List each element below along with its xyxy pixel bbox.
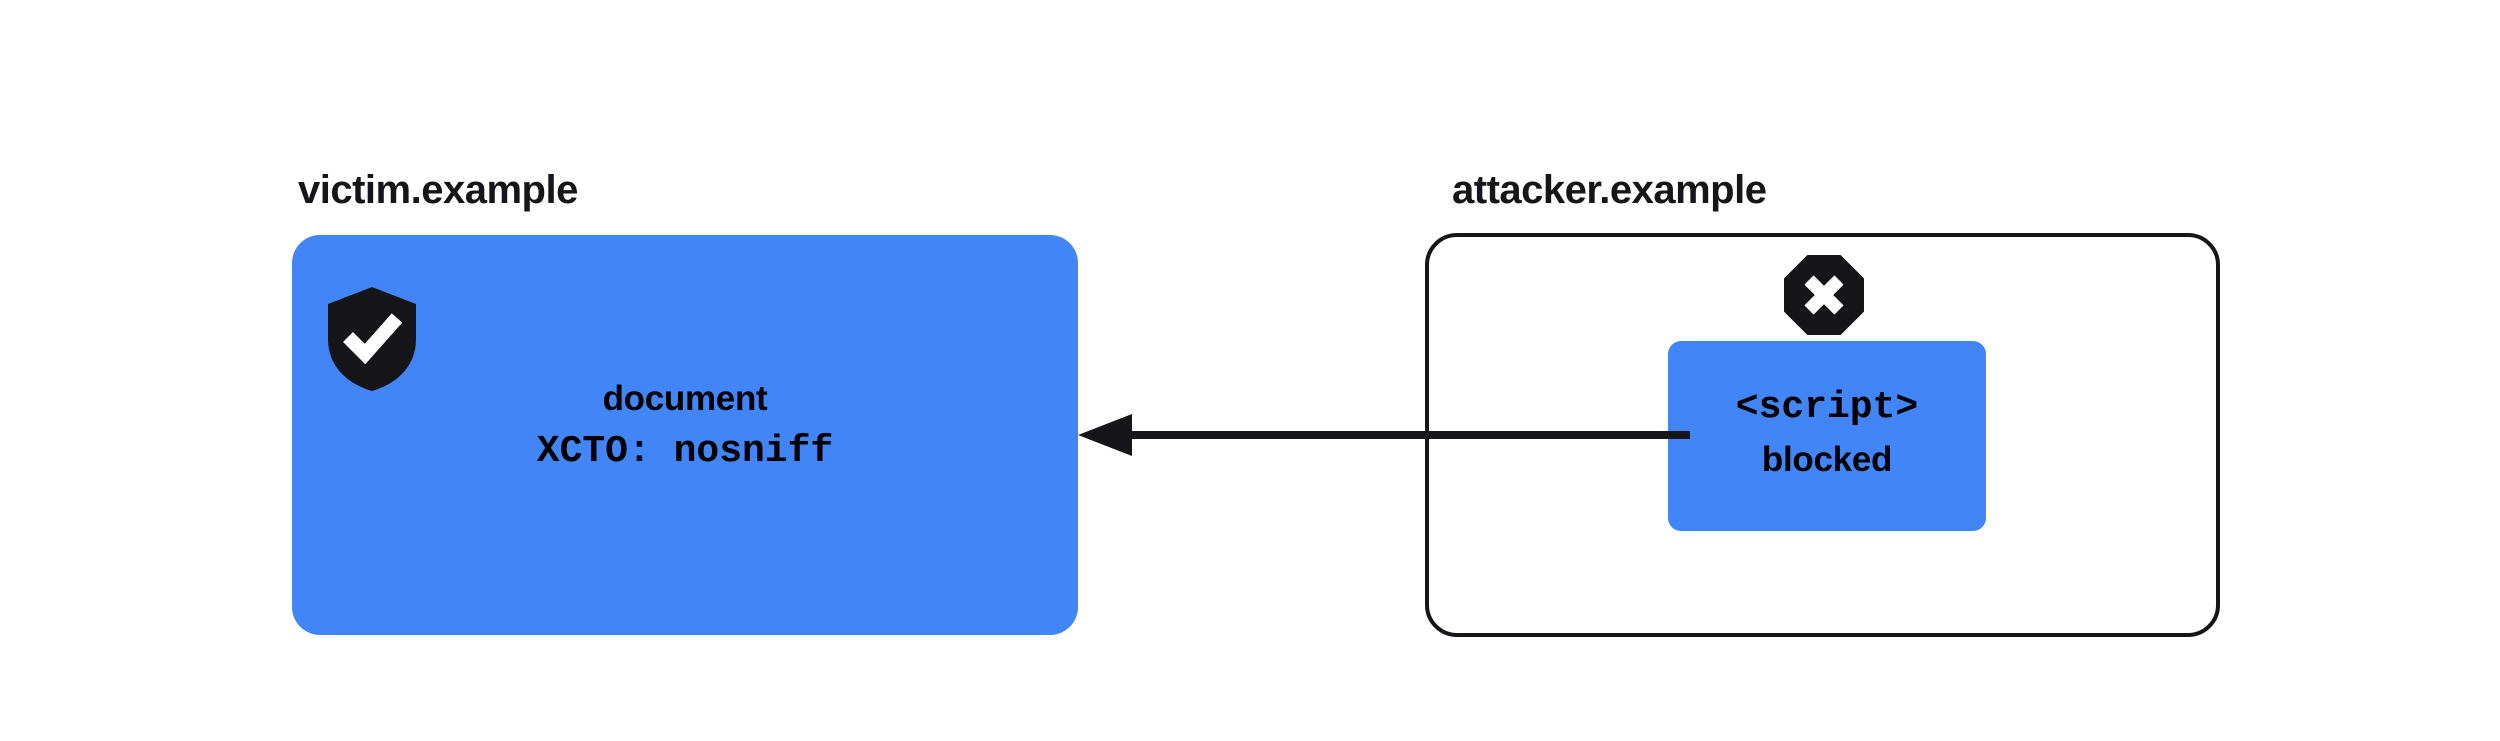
victim-origin-panel: document XCTO: nosniff: [292, 235, 1078, 635]
victim-origin-label: victim.example: [298, 168, 578, 212]
script-status-text: blocked: [1761, 440, 1893, 479]
blocked-script-box: <script> blocked: [1668, 341, 1986, 531]
attacker-origin-panel: <script> blocked: [1425, 233, 2220, 637]
script-tag-text: <script>: [1735, 386, 1919, 429]
attacker-origin-label: attacker.example: [1452, 168, 1767, 212]
victim-header-text: XCTO: nosniff: [536, 430, 834, 473]
octagon-x-icon: [1784, 255, 1864, 335]
victim-document-text: document: [602, 379, 768, 418]
shield-check-icon: [328, 287, 416, 391]
blocked-request-arrow: [1070, 405, 1690, 467]
